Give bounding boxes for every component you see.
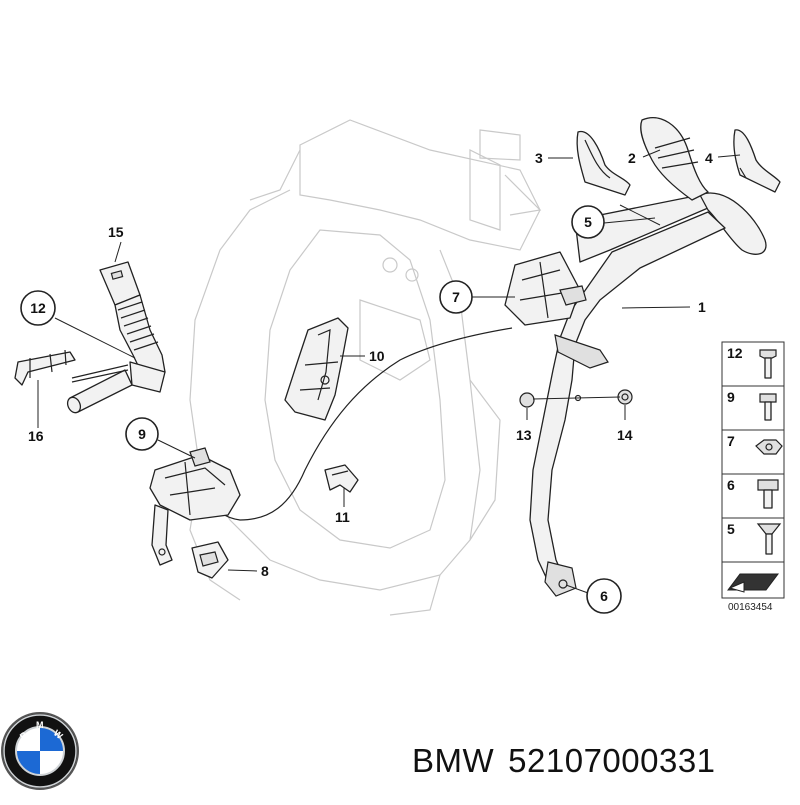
brand-name: BMW	[412, 742, 495, 779]
fastener-5-screw: 5	[721, 517, 785, 563]
svg-text:7: 7	[452, 289, 460, 305]
svg-text:B: B	[18, 729, 30, 741]
fastener-6-bolt: 6	[721, 473, 785, 519]
fastener-label: 6	[727, 477, 735, 493]
part-4-trim-cover	[733, 129, 781, 193]
part-11-clip	[324, 464, 359, 493]
svg-text:6: 6	[600, 588, 608, 604]
fastener-label: 12	[727, 345, 743, 361]
callout-6: 6	[586, 578, 622, 614]
part-1-seat-belt	[529, 192, 767, 597]
label-1: 1	[698, 299, 706, 315]
part-number: 52107000331	[508, 742, 716, 779]
label-16: 16	[28, 428, 44, 444]
cable	[209, 327, 513, 521]
fastener-label: 7	[727, 433, 735, 449]
part-number-caption: BMW 52107000331	[412, 742, 730, 780]
label-14: 14	[617, 427, 633, 443]
part-8-connector	[191, 541, 229, 579]
part-7-belt-guide	[504, 251, 587, 326]
label-10: 10	[369, 348, 385, 364]
part-3-trim-cover	[576, 131, 631, 196]
label-4: 4	[705, 150, 713, 166]
label-15: 15	[108, 224, 124, 240]
svg-text:12: 12	[30, 300, 46, 316]
svg-text:9: 9	[138, 426, 146, 442]
part-2-trim-cover	[640, 117, 709, 201]
fastener-legend: 12 9 7 6 5	[721, 341, 785, 599]
bmw-logo: B M W	[1, 712, 79, 790]
callout-12: 12	[20, 290, 56, 326]
part-10-mounting-plate	[284, 317, 349, 421]
leader-lines	[37, 149, 741, 594]
fastener-9-bolt: 9	[721, 385, 785, 431]
callout-5: 5	[571, 205, 605, 239]
label-8: 8	[261, 563, 269, 579]
fastener-12-bolt: 12	[721, 341, 785, 387]
seat-frame-background	[189, 119, 542, 616]
drawing-number: 00163454	[728, 602, 773, 613]
part-16-bracket	[14, 349, 129, 386]
callout-9: 9	[125, 417, 159, 451]
svg-text:M: M	[36, 720, 44, 730]
fastener-7-nut: 7	[721, 429, 785, 475]
fastener-legend-arrow	[721, 561, 785, 599]
label-2: 2	[628, 150, 636, 166]
callout-7: 7	[439, 280, 473, 314]
fastener-label: 9	[727, 389, 735, 405]
label-13: 13	[516, 427, 532, 443]
part-9-retractor-unit	[149, 447, 241, 566]
svg-text:5: 5	[584, 214, 592, 230]
part-14-nut	[617, 389, 633, 405]
part-15-buckle	[66, 261, 166, 414]
label-11: 11	[335, 509, 350, 525]
part-13-cap	[519, 392, 535, 408]
fastener-label: 5	[727, 521, 735, 537]
label-3: 3	[535, 150, 543, 166]
